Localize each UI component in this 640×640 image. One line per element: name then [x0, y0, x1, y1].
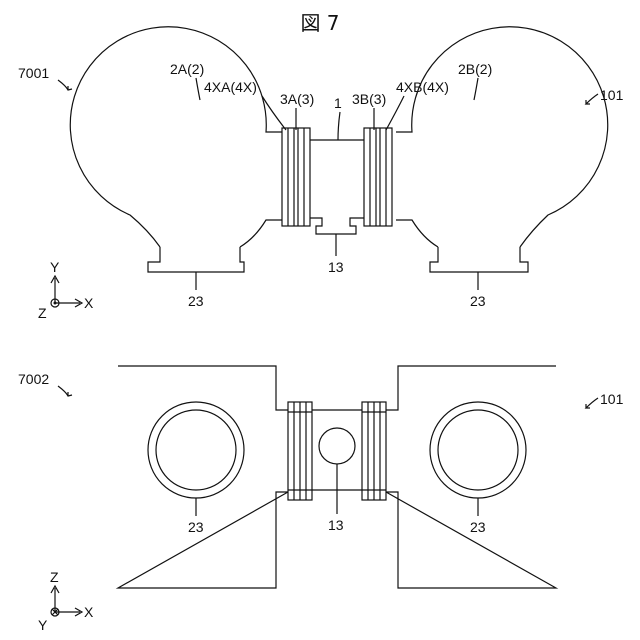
right-ring-inner	[438, 410, 518, 490]
bottom-axis-z-label: Z	[50, 569, 59, 585]
figure-title: 図 7	[300, 11, 339, 35]
label-23-right-bottom: 23	[470, 519, 486, 535]
right-ring-outer	[430, 402, 526, 498]
left-sphere-outline	[70, 27, 282, 247]
leader-1	[338, 112, 340, 140]
label-23-left-bottom: 23	[188, 519, 204, 535]
top-view-ref: 7001	[18, 65, 49, 81]
label-2A: 2A(2)	[170, 61, 204, 77]
bottom-view-ref-leader	[58, 386, 72, 396]
left-ring-outer	[148, 402, 244, 498]
right-block-outline	[386, 366, 556, 588]
leader-2B	[474, 78, 478, 100]
label-13-bottom: 13	[328, 517, 344, 533]
label-4XB: 4XB(4X)	[396, 79, 449, 95]
label-13-top: 13	[328, 259, 344, 275]
top-axis-z-label: Z	[38, 305, 47, 321]
left-ring-inner	[156, 410, 236, 490]
left-electrode-plates	[282, 128, 310, 226]
leader-2A	[196, 78, 200, 100]
right-base	[430, 247, 528, 272]
right-electrode-plates-bottom	[362, 402, 386, 500]
right-sphere-outline	[396, 27, 608, 247]
label-1: 1	[334, 95, 342, 111]
left-electrode-plates-bottom	[288, 402, 312, 500]
bottom-axis-y-label: Y	[38, 617, 48, 633]
top-view: 7001 101 2A(2) 4XA(	[18, 27, 624, 321]
left-block-outline	[118, 366, 288, 588]
top-axes: Y X Z	[38, 259, 94, 321]
label-23-left-top: 23	[188, 293, 204, 309]
label-3B: 3B(3)	[352, 91, 386, 107]
bottom-view: 7002 101	[18, 366, 624, 633]
bottom-device-ref-leader	[586, 398, 598, 408]
bottom-view-ref: 7002	[18, 371, 49, 387]
top-view-ref-leader	[58, 80, 72, 90]
bottom-axes: Z X Y	[38, 569, 94, 633]
leader-4XB	[386, 96, 404, 130]
label-23-right-top: 23	[470, 293, 486, 309]
bottom-device-ref: 101	[600, 391, 624, 407]
top-device-ref-leader	[586, 94, 598, 104]
top-axis-y-label: Y	[50, 259, 60, 275]
left-base	[148, 247, 244, 272]
label-2B: 2B(2)	[458, 61, 492, 77]
label-3A: 3A(3)	[280, 91, 314, 107]
center-circle-13	[319, 428, 355, 464]
center-connector	[310, 140, 364, 234]
top-axis-x-label: X	[84, 295, 94, 311]
label-4XA: 4XA(4X)	[204, 79, 257, 95]
bottom-axis-x-label: X	[84, 604, 94, 620]
right-electrode-plates	[364, 128, 392, 226]
